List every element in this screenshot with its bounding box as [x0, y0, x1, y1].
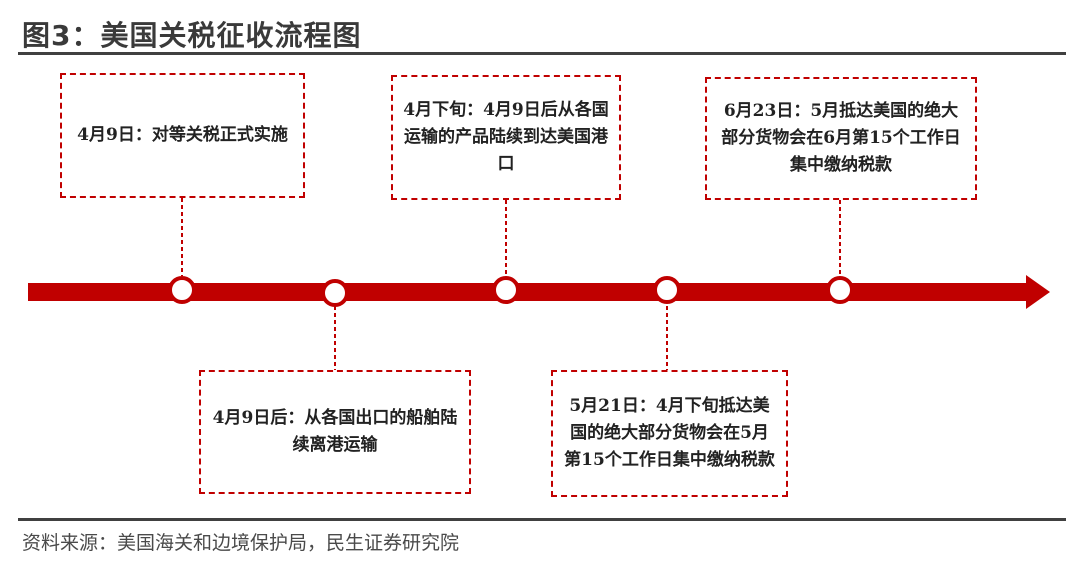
node-e5 [826, 276, 854, 304]
event-box-e4: 5月21日：4月下旬抵达美国的绝大部分货物会在5月第15个工作日集中缴纳税款 [551, 370, 788, 497]
figure-title: 图3：美国关税征收流程图 [22, 19, 362, 52]
timeline-arrow-head [1026, 275, 1050, 309]
node-e4 [653, 276, 681, 304]
source-rule [18, 518, 1066, 521]
timeline-arrow-shaft [28, 283, 1028, 301]
node-e3 [492, 276, 520, 304]
node-e1 [168, 276, 196, 304]
event-box-e1: 4月9日：对等关税正式实施 [60, 73, 305, 198]
event-box-e5: 6月23日：5月抵达美国的绝大部分货物会在6月第15个工作日集中缴纳税款 [705, 77, 977, 200]
title-rule [18, 52, 1066, 55]
source-note: 资料来源：美国海关和边境保护局，民生证券研究院 [22, 532, 460, 554]
event-box-e3: 4月下旬：4月9日后从各国运输的产品陆续到达美国港口 [391, 75, 621, 200]
node-e2 [321, 279, 349, 307]
event-box-e2: 4月9日后：从各国出口的船舶陆续离港运输 [199, 370, 471, 494]
